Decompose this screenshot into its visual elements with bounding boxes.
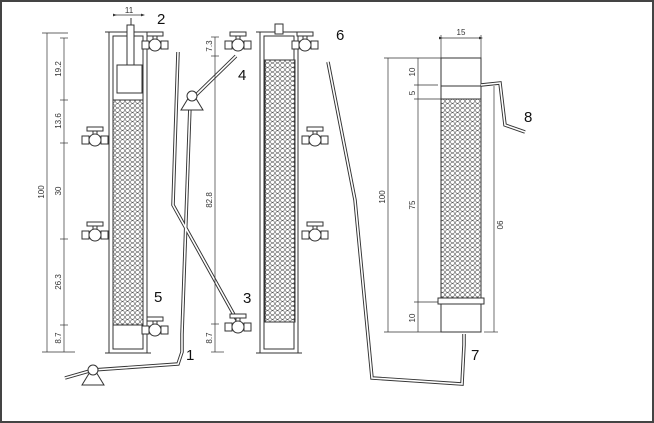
dim-col3-total: 100 <box>378 190 387 204</box>
valve-icon <box>301 221 329 242</box>
dim-col3-s3: 75 <box>408 200 417 209</box>
dim-col1-s3: 30 <box>54 186 63 195</box>
dim-col3-right: 90 <box>495 221 504 230</box>
label-3: 3 <box>243 290 251 307</box>
dim-col1-total: 100 <box>37 185 46 199</box>
packing-bed-2 <box>264 59 296 323</box>
piston <box>116 64 143 94</box>
dimension-lines <box>42 13 498 353</box>
label-6: 6 <box>336 27 344 44</box>
dim-col2-top: 7.3 <box>205 40 214 52</box>
packing-bed-1 <box>112 99 144 326</box>
column-1 <box>105 18 151 354</box>
dim-col3-s4: 10 <box>408 313 417 322</box>
label-4: 4 <box>238 67 246 84</box>
dim-col1-s1: 19.2 <box>54 61 63 77</box>
dim-col2-mid: 82.8 <box>205 192 214 208</box>
piston-rod <box>126 24 135 66</box>
dim-col3-width: 15 <box>457 28 466 37</box>
dim-col1-s5: 8.7 <box>54 332 63 344</box>
valve-icon <box>141 316 169 337</box>
column-3 <box>437 57 485 333</box>
valve-icon <box>81 126 109 147</box>
dim-col1-s4: 26.3 <box>54 274 63 290</box>
label-2: 2 <box>157 11 165 28</box>
valve-icon <box>141 31 169 52</box>
valve-icon <box>301 126 329 147</box>
label-5: 5 <box>154 289 162 306</box>
pump-1-icon <box>81 364 105 386</box>
column-2 <box>256 23 302 354</box>
pump-2-icon <box>180 90 204 111</box>
valve-icon <box>291 31 319 52</box>
label-1: 1 <box>186 347 194 364</box>
label-7: 7 <box>471 347 479 364</box>
dim-col1-width: 11 <box>125 6 134 15</box>
dim-col2-bot: 8.7 <box>205 332 214 344</box>
dim-col3-s1: 10 <box>408 67 417 76</box>
dim-col1-s2: 13.6 <box>54 113 63 129</box>
dim-col3-s2: 5 <box>408 90 417 95</box>
valve-icon <box>81 221 109 242</box>
label-8: 8 <box>524 109 532 126</box>
packing-bed-3 <box>440 98 482 303</box>
valve-icon <box>224 313 252 334</box>
valve-icon <box>224 31 252 52</box>
